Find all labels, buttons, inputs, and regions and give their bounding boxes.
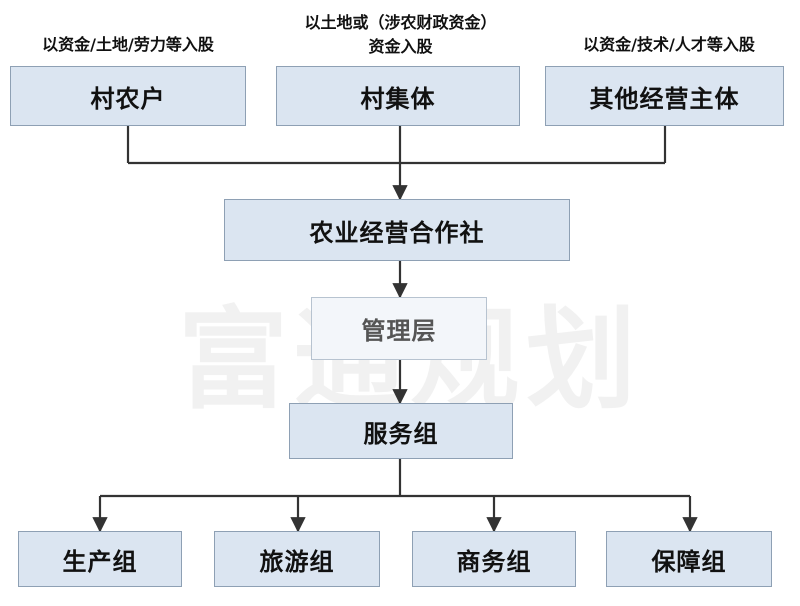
note-collective-line2: 资金入股 bbox=[368, 37, 433, 56]
box-collective: 村集体 bbox=[276, 66, 520, 126]
box-production-group: 生产组 bbox=[18, 531, 182, 587]
note-others: 以资金/技术/人才等入股 bbox=[583, 35, 755, 54]
box-guarantee-group: 保障组 bbox=[606, 531, 772, 587]
box-tourism-group: 旅游组 bbox=[214, 531, 380, 587]
box-cooperative: 农业经营合作社 bbox=[224, 199, 570, 261]
box-farmers: 村农户 bbox=[10, 66, 246, 126]
note-farmers: 以资金/土地/劳力等入股 bbox=[42, 35, 214, 54]
note-collective-line1: 以土地或（涉农财政资金） bbox=[304, 13, 497, 32]
box-management: 管理层 bbox=[311, 297, 487, 360]
box-service-group: 服务组 bbox=[289, 403, 513, 459]
box-business-group: 商务组 bbox=[412, 531, 576, 587]
box-other-entities: 其他经营主体 bbox=[545, 66, 784, 126]
